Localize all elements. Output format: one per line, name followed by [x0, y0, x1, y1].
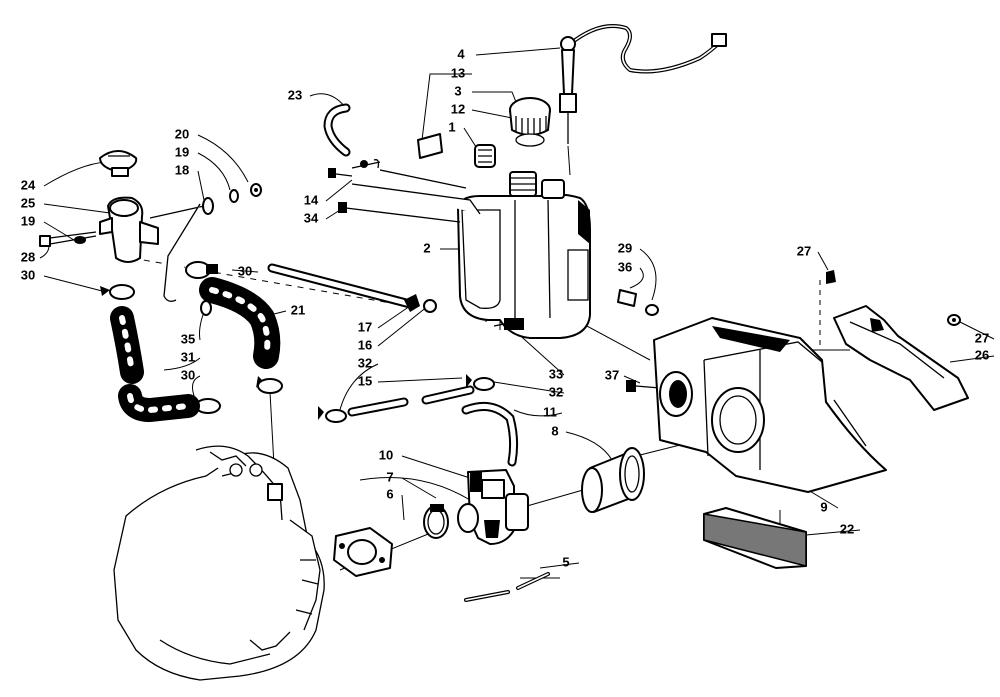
callout-c27b: 27	[975, 330, 989, 345]
callout-labels: 1234567891011121314151617181919202122232…	[21, 46, 989, 569]
callout-c18: 18	[175, 162, 189, 177]
intake-flange-part-6	[333, 527, 393, 577]
clamp-part-16	[423, 299, 437, 313]
callout-c25: 25	[21, 195, 35, 210]
callout-c34: 34	[304, 210, 319, 225]
clamp-part-32a	[318, 406, 347, 423]
fuel-line-part-17	[267, 263, 420, 312]
bolt-part-28	[39, 231, 97, 247]
callout-c19a: 19	[175, 144, 189, 159]
callout-c30b: 30	[21, 267, 35, 282]
callout-c6: 6	[386, 486, 393, 501]
radiator-cap-part-24	[99, 150, 138, 177]
screw-part-37	[626, 380, 661, 392]
rod-bracket	[149, 203, 205, 302]
intake-boot-part-8	[581, 447, 645, 513]
cap-part-3	[509, 97, 551, 136]
callout-c8: 8	[551, 423, 558, 438]
clamp-part-7	[423, 504, 449, 539]
oil-level-sensor-part-4	[559, 24, 727, 144]
fuel-hose-part-15	[347, 385, 475, 417]
callout-c11: 11	[543, 404, 557, 419]
carburetor-part-10	[457, 469, 529, 545]
callout-c20: 20	[175, 126, 189, 141]
callout-c36: 36	[618, 259, 632, 274]
label-plate-part-13	[417, 133, 443, 159]
callout-c9: 9	[820, 499, 827, 514]
callout-c30c: 30	[181, 367, 195, 382]
washers-part-18-19-20	[202, 183, 262, 215]
callout-c10: 10	[379, 447, 393, 462]
housing-part-25	[99, 196, 159, 263]
callout-c23: 23	[288, 87, 302, 102]
coolant-hose-part-31a	[110, 306, 144, 384]
leader-lines	[39, 47, 995, 569]
callout-c2: 2	[423, 240, 430, 255]
callout-c17: 17	[358, 319, 372, 334]
callout-c13: 13	[451, 65, 465, 80]
clamp-part-32b	[466, 374, 495, 391]
gasket-part-12	[515, 133, 545, 147]
callout-c5: 5	[562, 554, 569, 569]
callout-c31: 31	[181, 349, 195, 364]
callout-c26: 26	[975, 347, 989, 362]
grommet-part-27b	[947, 314, 961, 326]
callout-c14: 14	[304, 192, 319, 207]
callout-c22: 22	[840, 521, 854, 536]
fitting-part-33	[493, 318, 524, 330]
callout-c12: 12	[451, 101, 465, 116]
bracket-line	[351, 169, 481, 215]
callout-c29: 29	[618, 240, 632, 255]
callout-c35: 35	[181, 331, 195, 346]
callout-c7: 7	[386, 469, 393, 484]
washer-part-35	[200, 300, 212, 316]
screw-part-34	[338, 202, 461, 223]
callout-c37: 37	[605, 367, 619, 382]
callout-c16: 16	[358, 337, 372, 352]
clamp-part-30b	[100, 284, 135, 300]
clamp-part-30a	[185, 261, 218, 279]
callout-c15: 15	[358, 373, 372, 388]
grommet-part-27a	[826, 270, 836, 284]
air-silencer-part-9	[653, 317, 887, 493]
clamp-part-30d	[256, 376, 283, 394]
callout-c32a: 32	[358, 355, 372, 370]
oil-tank-part-2	[457, 171, 591, 339]
callout-c28: 28	[21, 249, 35, 264]
callout-c30a: 30	[238, 263, 252, 278]
callout-c3: 3	[454, 83, 461, 98]
callout-c27a: 27	[797, 243, 811, 258]
coolant-hose-part-31b	[118, 384, 200, 423]
washer-part-19a	[74, 236, 86, 244]
grommet-part-36	[645, 304, 659, 316]
callout-c32b: 32	[549, 384, 563, 399]
coolant-hose-part-21	[199, 277, 281, 369]
callout-c19b: 19	[21, 213, 35, 228]
screw-part-14	[328, 159, 381, 178]
callout-c24: 24	[21, 177, 36, 192]
breather-hose-part-23	[323, 103, 351, 157]
cover-plate-part-26	[833, 305, 969, 411]
engine-block	[113, 445, 325, 681]
callout-c1: 1	[448, 119, 455, 134]
callout-c21: 21	[291, 302, 305, 317]
foam-filter-part-22	[703, 507, 807, 569]
overflow-hose-part-5	[464, 572, 550, 602]
fitting-part-29	[617, 289, 637, 307]
impulse-hose-part-11	[461, 401, 519, 467]
tank-cap-part-1	[474, 144, 496, 168]
callout-c33: 33	[549, 366, 563, 381]
callout-c4: 4	[457, 46, 465, 61]
